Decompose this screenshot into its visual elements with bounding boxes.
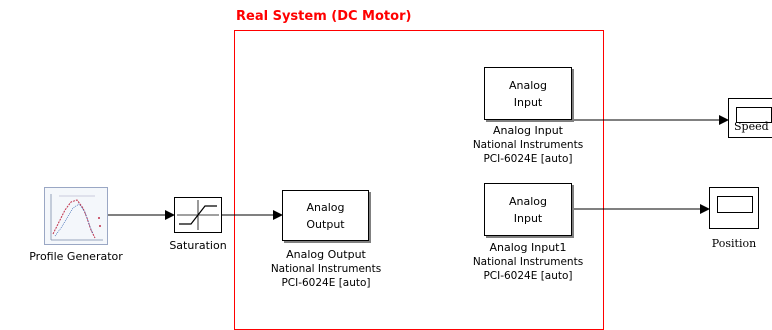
profile-generator-label: Profile Generator [29,250,123,263]
signal-wires [108,115,729,220]
analog-output-vendor: National Instruments [270,263,382,275]
analog-input1-vendor: National Instruments [472,256,584,268]
profile-generator-block[interactable] [44,187,108,245]
analog-input-name: Analog Input [493,124,563,137]
speed-scope-block[interactable] [728,98,772,138]
analog-input1-icon-line1: Analog [508,194,547,208]
analog-output-block[interactable]: Analog Output [282,190,369,241]
analog-input1-block[interactable]: Analog Input [484,183,572,236]
analog-input-caption: Analog Input National Instruments PCI-60… [458,123,598,166]
analog-input1-name: Analog Input1 [489,241,567,254]
analog-input-icon-line2: Input [513,95,543,109]
subsystem-title: Real System (DC Motor) [236,9,412,24]
analog-input1-icon-line2: Input [513,211,543,225]
analog-input-block[interactable]: Analog Input [484,67,572,120]
saturation-block[interactable] [174,197,222,233]
saturation-label: Saturation [169,239,227,252]
analog-input1-device: PCI-6024E [auto] [483,270,573,282]
analog-output-name: Analog Output [286,248,366,261]
analog-output-icon-line2: Output [306,217,345,231]
position-scope-screen-icon [717,196,753,213]
analog-input-icon-line1: Analog [508,78,547,92]
analog-output-icon-line1: Analog [306,200,345,214]
analog-output-caption: Analog Output National Instruments PCI-6… [256,247,396,290]
profile-plot-icon [45,188,107,244]
analog-input-device: PCI-6024E [auto] [483,153,573,165]
analog-output-device: PCI-6024E [auto] [281,277,371,289]
position-scope-block[interactable] [709,187,759,229]
saturation-icon [177,200,219,230]
analog-input1-caption: Analog Input1 National Instruments PCI-6… [458,240,598,283]
speed-scope-label: Speed [734,120,769,133]
analog-input-vendor: National Instruments [472,139,584,151]
position-scope-label: Position [711,237,757,250]
